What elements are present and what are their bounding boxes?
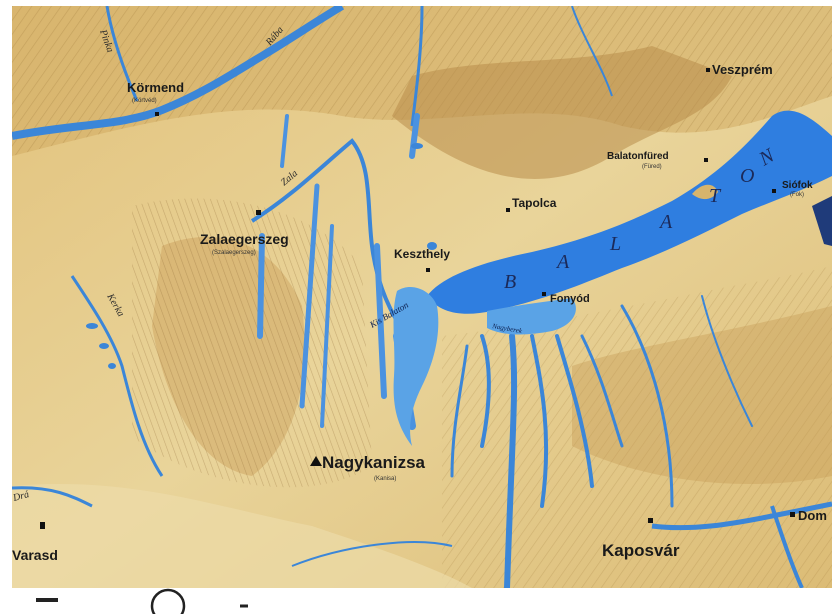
city-marker — [542, 292, 546, 296]
valley-channels — [257, 113, 420, 430]
city-marker — [310, 456, 322, 466]
southern-channels — [450, 295, 753, 588]
city-label-varasd: Varasd — [12, 547, 58, 563]
city-sublabel-nagykanizsa: (Kanisa) — [374, 476, 396, 482]
nagyberek — [487, 298, 576, 335]
hills-somogy — [442, 266, 832, 588]
north-stream-2 — [571, 6, 613, 97]
city-label-siofok: Siófok — [782, 180, 813, 191]
lake-letter: L — [609, 233, 621, 255]
city-label-veszprem: Veszprém — [712, 62, 773, 77]
pinka-river — [105, 6, 139, 102]
city-markers: Veszprém Körmend (Körtvéd) Balatonfüred … — [12, 62, 827, 563]
lake-letter: O — [740, 165, 754, 187]
lake-letter: B — [504, 271, 516, 293]
city-label-keszthely: Keszthely — [394, 247, 450, 261]
direction-arrow — [812, 196, 832, 246]
cropped-footer-glyphs — [36, 588, 248, 614]
city-marker — [256, 210, 261, 215]
bottom-margin — [0, 588, 832, 614]
city-sublabel-zalaegerszeg: (Szalaegerszeg) — [212, 250, 256, 256]
hills-somogy-shade — [572, 306, 832, 485]
city-marker — [704, 158, 708, 162]
city-marker — [648, 518, 653, 523]
lake-balaton — [427, 110, 832, 314]
city-marker — [506, 208, 510, 212]
city-label-dom: Dom — [798, 508, 827, 523]
city-sublabel-balatonfured: (Füred) — [642, 164, 662, 170]
city-marker — [155, 112, 159, 116]
zala-river — [250, 138, 409, 338]
tihany — [692, 184, 718, 200]
city-sublabel-kormend: (Körtvéd) — [132, 98, 157, 104]
kis-balaton — [393, 286, 439, 446]
mur-river — [291, 541, 453, 567]
city-sublabel-siofok: (Fok) — [790, 192, 804, 198]
river-label-drava: Drá — [12, 489, 30, 504]
city-label-tapolca: Tapolca — [512, 196, 557, 210]
lake-name: B A L A T O N — [504, 144, 779, 293]
raba-river — [12, 6, 345, 140]
drava-river — [12, 486, 93, 508]
city-label-kaposvar: Kaposvár — [602, 541, 680, 560]
north-stream — [410, 6, 424, 127]
hills-bakony — [392, 46, 732, 179]
city-marker — [40, 522, 45, 529]
city-label-nagykanizsa: Nagykanizsa — [322, 453, 426, 472]
city-label-balatonfured: Balatonfüred — [607, 151, 669, 162]
lake-letter: T — [709, 185, 722, 207]
cropped-glyph — [150, 588, 186, 614]
relief-map: B A L A T O N Rába Pinka Zala Kerka Kis … — [12, 6, 832, 588]
south-river — [770, 505, 804, 588]
city-marker — [706, 68, 710, 72]
lake-letter: A — [555, 251, 570, 273]
city-label-kormend: Körmend — [127, 80, 184, 95]
lowland-south — [12, 484, 472, 588]
city-marker — [426, 268, 430, 272]
small-lakes — [86, 143, 437, 369]
kapos-river — [651, 501, 832, 531]
lake-letter: A — [658, 211, 673, 233]
city-marker — [772, 189, 776, 193]
city-marker — [790, 512, 795, 517]
city-label-zalaegerszeg: Zalaegerszeg — [200, 231, 289, 247]
kerka-river — [70, 275, 164, 477]
city-label-fonyod: Fonyód — [550, 293, 590, 305]
map-canvas: B A L A T O N Rába Pinka Zala Kerka Kis … — [12, 6, 832, 588]
